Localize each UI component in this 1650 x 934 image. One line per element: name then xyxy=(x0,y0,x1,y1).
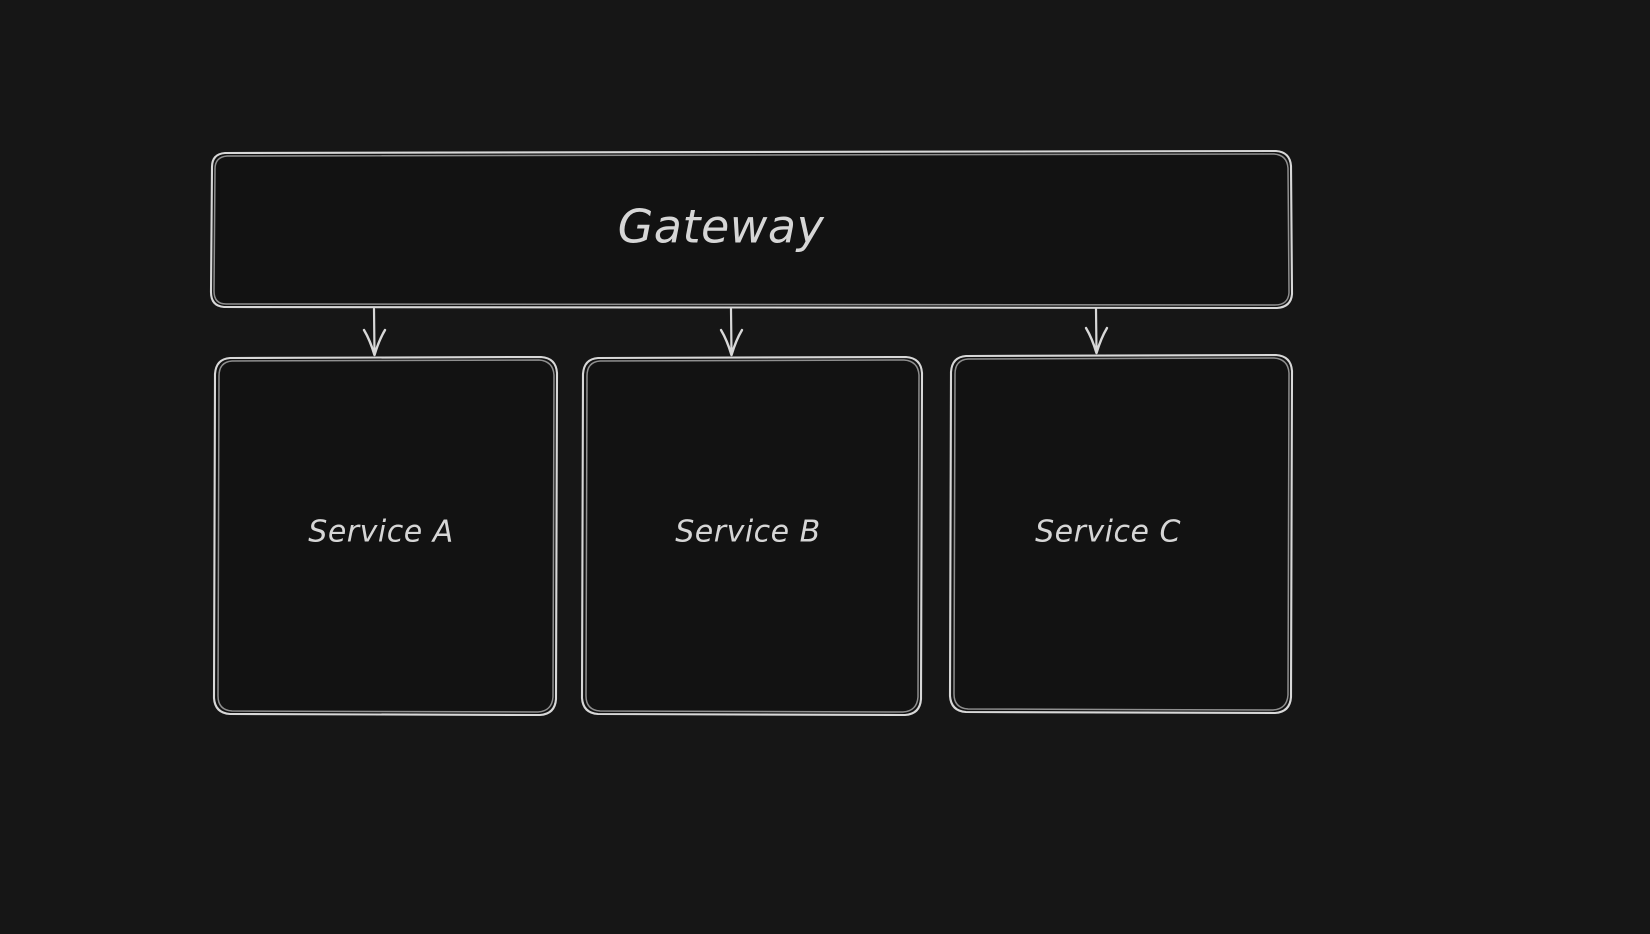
node-gateway-label: Gateway xyxy=(618,200,825,254)
node-service-a[interactable]: Service A xyxy=(212,355,559,717)
node-service-a-fill xyxy=(214,357,557,715)
node-service-a-outline-2 xyxy=(217,359,555,713)
node-service-c-fill xyxy=(950,355,1292,713)
node-gateway-outline xyxy=(209,149,1294,310)
edge-gateway-to-service-a[interactable] xyxy=(362,307,387,357)
edge-gateway-to-service-c-line xyxy=(1094,307,1098,354)
edge-gateway-to-service-b-arrowhead xyxy=(719,328,744,357)
edge-gateway-to-service-a-arrowhead xyxy=(362,328,387,357)
node-service-c-label: Service C xyxy=(1035,515,1181,550)
node-service-b[interactable]: Service B xyxy=(580,355,924,717)
node-service-a-outline xyxy=(212,355,559,717)
node-gateway[interactable]: Gateway xyxy=(209,149,1294,310)
node-service-c-outline xyxy=(948,353,1294,715)
edge-gateway-to-service-b[interactable] xyxy=(719,307,744,357)
node-service-c[interactable]: Service C xyxy=(948,353,1294,715)
edge-gateway-to-service-c[interactable] xyxy=(1084,307,1109,355)
node-service-a-label: Service A xyxy=(308,515,453,550)
node-service-b-outline xyxy=(580,355,924,717)
node-gateway-outline-2 xyxy=(213,153,1290,306)
node-service-c-outline-2 xyxy=(953,357,1290,711)
node-service-b-outline-2 xyxy=(585,359,920,713)
edge-gateway-to-service-b-line xyxy=(729,307,733,356)
node-service-b-label: Service B xyxy=(675,515,821,550)
edge-gateway-to-service-a-line xyxy=(372,307,376,356)
edge-gateway-to-service-c-arrowhead xyxy=(1084,326,1109,355)
node-service-b-fill xyxy=(582,357,922,715)
node-gateway-fill xyxy=(211,152,1291,308)
